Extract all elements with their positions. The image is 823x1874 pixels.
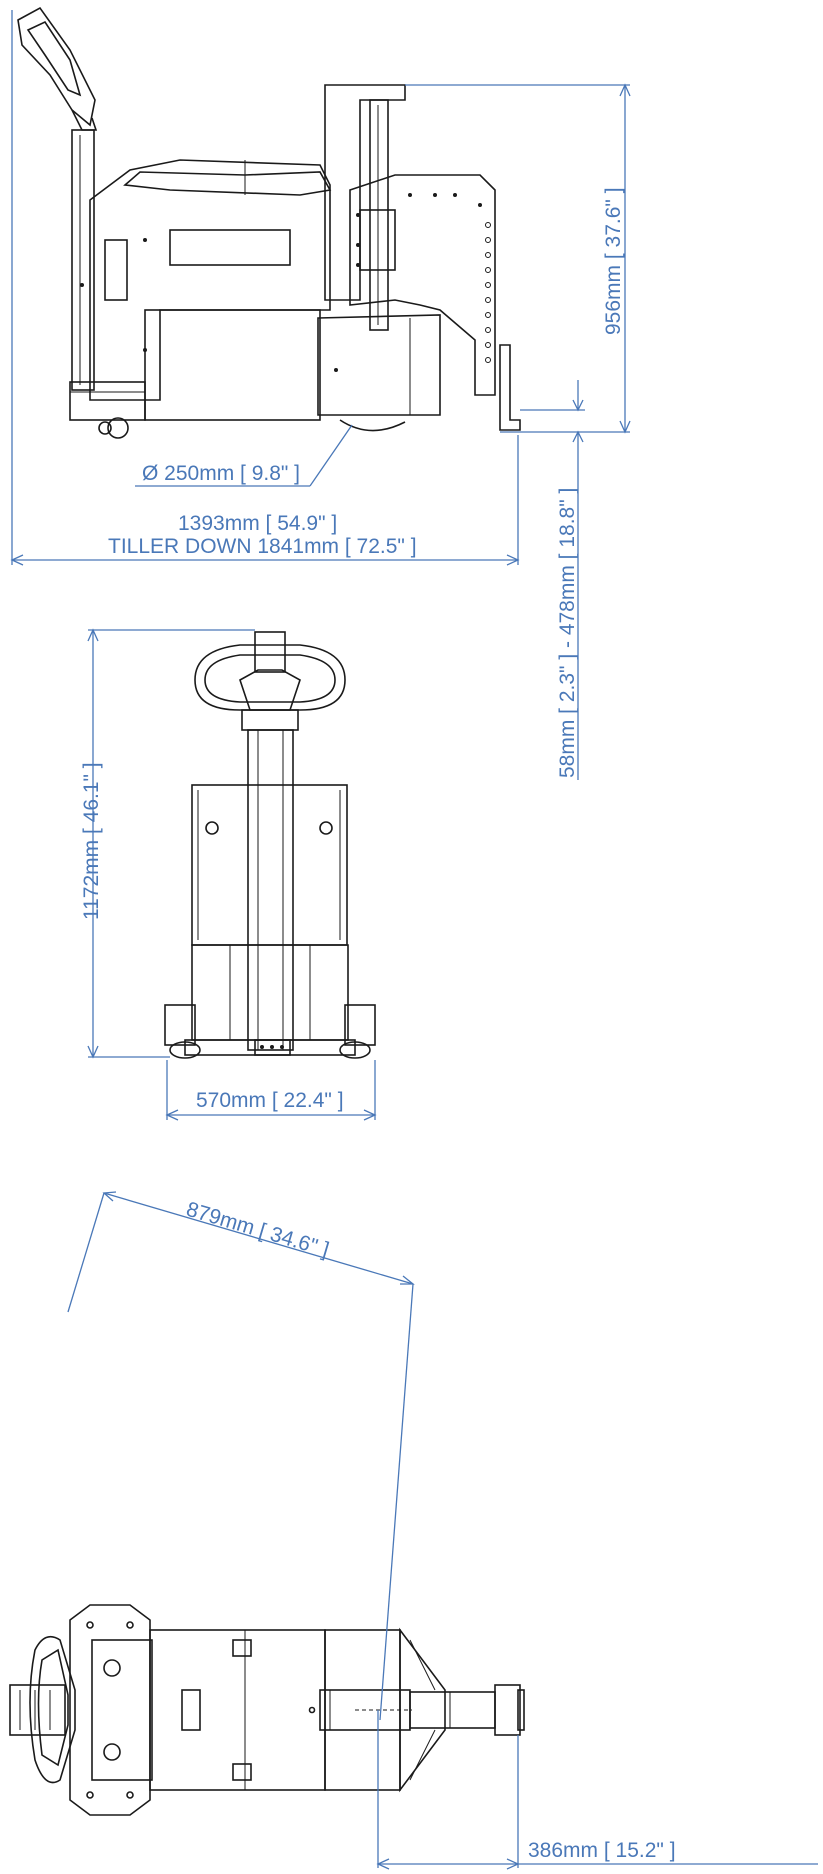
- fork-offset-label: 386mm [ 15.2" ]: [528, 1839, 676, 1862]
- turning-radius-label: 879mm [ 34.6" ]: [184, 1198, 332, 1262]
- top-view: [9, 1604, 525, 1816]
- mast-height-label: 956mm [ 37.6" ]: [602, 187, 625, 335]
- wheel-diameter-label: Ø 250mm [ 9.8" ]: [142, 462, 300, 485]
- width-label: 570mm [ 22.4" ]: [196, 1089, 344, 1112]
- front-dimensions: 1172mm [ 46.1" ] 570mm [ 22.4" ]: [80, 628, 377, 1121]
- lift-range-label: 58mm [ 2.3" ] - 478mm [ 18.8" ]: [556, 488, 579, 778]
- front-view: [164, 631, 376, 1059]
- top-dimensions: 879mm [ 34.6" ] 386mm [ 15.2" ]: [67, 1191, 818, 1870]
- side-view: [17, 6, 521, 439]
- front-height-label: 1172mm [ 46.1" ]: [80, 762, 103, 920]
- length-label-1: 1393mm [ 54.9" ]: [178, 512, 337, 535]
- length-label-2: TILLER DOWN 1841mm [ 72.5" ]: [108, 535, 417, 558]
- side-dimensions: 956mm [ 37.6" ] 58mm [ 2.3" ] - 478mm [ …: [10, 10, 631, 780]
